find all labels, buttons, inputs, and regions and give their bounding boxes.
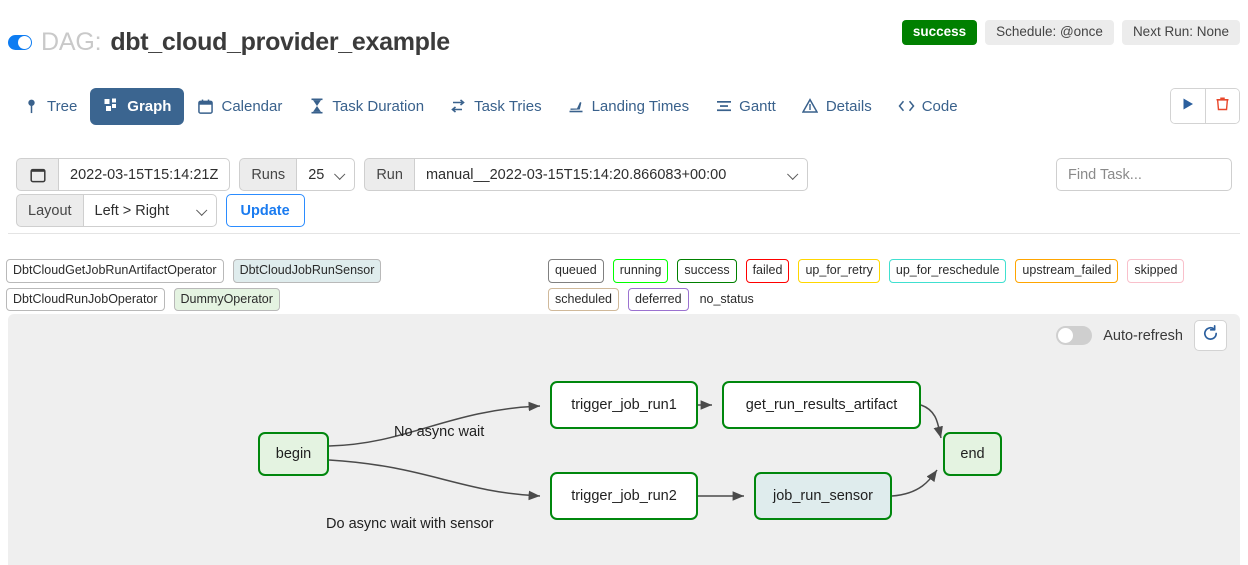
retry-icon: [450, 98, 467, 115]
update-button[interactable]: Update: [225, 194, 305, 227]
edge-begin-trigger2: [328, 459, 541, 501]
tab-label: Code: [921, 97, 958, 115]
run-label: Run: [364, 158, 414, 191]
runs-label: Runs: [239, 158, 297, 191]
tab-details[interactable]: Details: [789, 88, 885, 125]
tab-task-duration[interactable]: Task Duration: [295, 88, 437, 125]
tab-gantt[interactable]: Gantt: [702, 88, 789, 125]
operator-legend-chip[interactable]: DummyOperator: [173, 287, 280, 311]
state-legend: queued running success failed up_for_retry up…: [548, 259, 1244, 311]
auto-refresh-label: Auto-refresh: [1103, 327, 1183, 344]
tab-label: Task Duration: [332, 97, 425, 115]
execution-date-input[interactable]: 2022-03-15T15:14:21Z: [58, 158, 231, 191]
calendar-icon: [197, 98, 214, 115]
refresh-button[interactable]: [1194, 320, 1227, 351]
state-legend-chip[interactable]: scheduled: [548, 287, 619, 311]
dag-title: DAG: dbt_cloud_provider_example: [8, 28, 450, 57]
tab-label: Calendar: [221, 97, 283, 115]
graph-node-begin[interactable]: begin: [258, 432, 329, 476]
tab-calendar[interactable]: Calendar: [184, 88, 295, 125]
play-icon: [1181, 97, 1195, 116]
code-brackets-icon: [898, 98, 915, 115]
tab-graph[interactable]: Graph: [90, 87, 185, 125]
header-badges: success Schedule: @once Next Run: None: [901, 20, 1240, 45]
graph-edge-label: Do async wait with sensor: [326, 516, 494, 532]
operator-legend-chip[interactable]: DbtCloudRunJobOperator: [6, 287, 165, 311]
calendar-icon[interactable]: [16, 158, 58, 191]
tab-tree[interactable]: Tree: [10, 88, 90, 125]
trigger-dag-button[interactable]: [1171, 89, 1205, 123]
landing-icon: [568, 98, 585, 115]
tab-landing-times[interactable]: Landing Times: [555, 88, 703, 125]
state-legend-chip[interactable]: no_status: [699, 291, 754, 306]
filter-bar: 2022-03-15T15:14:21Z Runs 25 Run manual_…: [8, 146, 1240, 234]
graph-node-trigger_job_run1[interactable]: trigger_job_run1: [550, 381, 698, 429]
tab-label: Landing Times: [591, 97, 690, 115]
warning-triangle-icon: [802, 98, 819, 115]
graph-icon: [103, 98, 120, 115]
tab-code[interactable]: Code: [885, 88, 971, 125]
run-group: Run manual__2022-03-15T15:14:20.866083+0…: [364, 158, 808, 191]
tab-label: Gantt: [739, 97, 776, 115]
state-legend-chip[interactable]: running: [612, 259, 669, 283]
run-select[interactable]: manual__2022-03-15T15:14:20.866083+00:00: [413, 158, 808, 191]
state-legend-chip[interactable]: upstream_failed: [1015, 259, 1119, 283]
graph-controls: Auto-refresh: [1056, 320, 1227, 351]
state-legend-chip[interactable]: up_for_retry: [798, 259, 880, 283]
tree-icon: [23, 98, 40, 115]
tab-label: Tree: [47, 97, 78, 115]
page-title: dbt_cloud_provider_example: [110, 28, 450, 56]
auto-refresh-toggle[interactable]: [1056, 326, 1093, 345]
edge-begin-trigger1: [328, 401, 541, 447]
page-header: DAG: dbt_cloud_provider_example success …: [0, 0, 1248, 70]
status-badge: success: [901, 20, 978, 45]
operator-legend-chip[interactable]: DbtCloudGetJobRunArtifactOperator: [6, 259, 224, 283]
dag-action-buttons: [1170, 88, 1240, 124]
state-legend-chip[interactable]: deferred: [628, 287, 689, 311]
tab-label: Graph: [127, 97, 172, 115]
layout-group: Layout Left > Right: [16, 194, 217, 227]
refresh-icon: [1202, 324, 1219, 347]
graph-edges: [328, 400, 943, 501]
graph-panel: Auto-refresh: [8, 314, 1240, 565]
state-legend-chip[interactable]: skipped: [1127, 259, 1185, 283]
dag-pause-toggle[interactable]: [8, 35, 32, 50]
filter-row-secondary: Layout Left > Right Update: [16, 194, 305, 227]
runs-group: Runs 25: [239, 158, 356, 191]
tab-task-tries[interactable]: Task Tries: [437, 88, 555, 125]
state-legend-chip[interactable]: up_for_reschedule: [888, 259, 1007, 283]
find-task-input[interactable]: Find Task...: [1056, 158, 1232, 191]
state-legend-chip[interactable]: success: [677, 259, 737, 283]
state-legend-chip[interactable]: queued: [548, 259, 604, 283]
execution-date-group: 2022-03-15T15:14:21Z: [16, 158, 231, 191]
gantt-icon: [715, 98, 732, 115]
view-tabs: Tree Graph Calendar Task Duration Task T: [0, 82, 1248, 130]
graph-node-end[interactable]: end: [943, 432, 1002, 476]
hourglass-icon: [308, 98, 325, 115]
graph-node-job_run_sensor[interactable]: job_run_sensor: [754, 472, 892, 520]
graph-node-trigger_job_run2[interactable]: trigger_job_run2: [550, 472, 698, 520]
layout-label: Layout: [16, 194, 83, 227]
tab-label: Task Tries: [474, 97, 542, 115]
schedule-badge: Schedule: @once: [985, 20, 1114, 45]
edge-artifact-end: [920, 404, 943, 439]
filter-row-primary: 2022-03-15T15:14:21Z Runs 25 Run manual_…: [16, 158, 808, 191]
dag-prefix-label: DAG:: [41, 28, 102, 56]
next-run-badge: Next Run: None: [1121, 20, 1240, 45]
operator-legend-chip[interactable]: DbtCloudJobRunSensor: [232, 259, 382, 283]
tab-label: Details: [825, 97, 872, 115]
graph-edge-label: No async wait: [394, 424, 485, 440]
layout-select[interactable]: Left > Right: [82, 194, 217, 227]
graph-node-get_run_results_artifact[interactable]: get_run_results_artifact: [722, 381, 921, 429]
state-legend-chip[interactable]: failed: [745, 259, 790, 283]
runs-select[interactable]: 25: [296, 158, 356, 191]
delete-dag-button[interactable]: [1205, 89, 1239, 123]
trash-icon: [1215, 96, 1230, 116]
edge-sensor-end: [891, 469, 938, 497]
